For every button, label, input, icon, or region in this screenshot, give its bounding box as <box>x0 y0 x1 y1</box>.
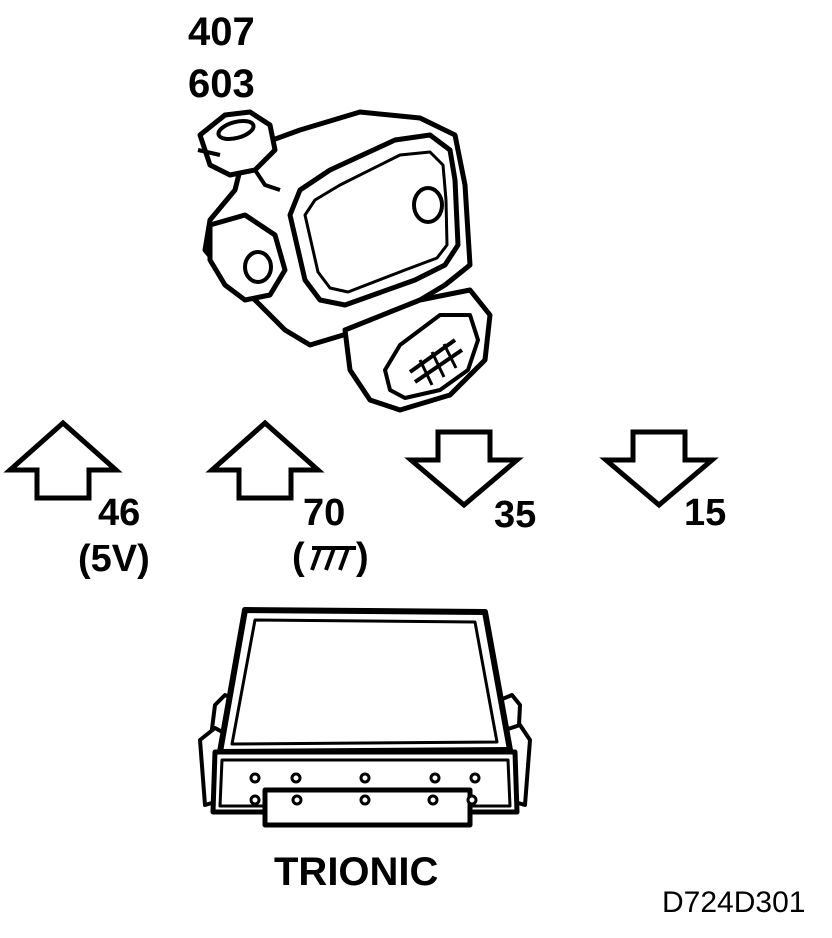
pin-46-label: 46 <box>98 492 141 534</box>
arrow-pin-70-up <box>205 419 325 501</box>
arrow-pin-35-down <box>404 429 524 509</box>
pin-15-label: 15 <box>684 492 727 534</box>
pin-46-sub-label: (5V) <box>78 538 150 580</box>
sensor-code-line2: 603 <box>188 62 255 106</box>
ground-icon <box>310 546 356 571</box>
arrow-pin-46-up <box>3 419 123 501</box>
arrow-pin-15-down <box>599 429 719 509</box>
pin-70-label: 70 <box>303 492 346 534</box>
figure-id: D724D301 <box>662 886 806 919</box>
ground-open-paren: ( <box>292 536 305 578</box>
ground-close-paren: ) <box>356 536 369 578</box>
sensor-code-line1: 407 <box>188 10 255 54</box>
ecu-label: TRIONIC <box>274 850 439 894</box>
ecu-illustration <box>198 607 532 828</box>
pressure-sensor-illustration <box>197 109 493 413</box>
pin-35-label: 35 <box>494 494 537 536</box>
